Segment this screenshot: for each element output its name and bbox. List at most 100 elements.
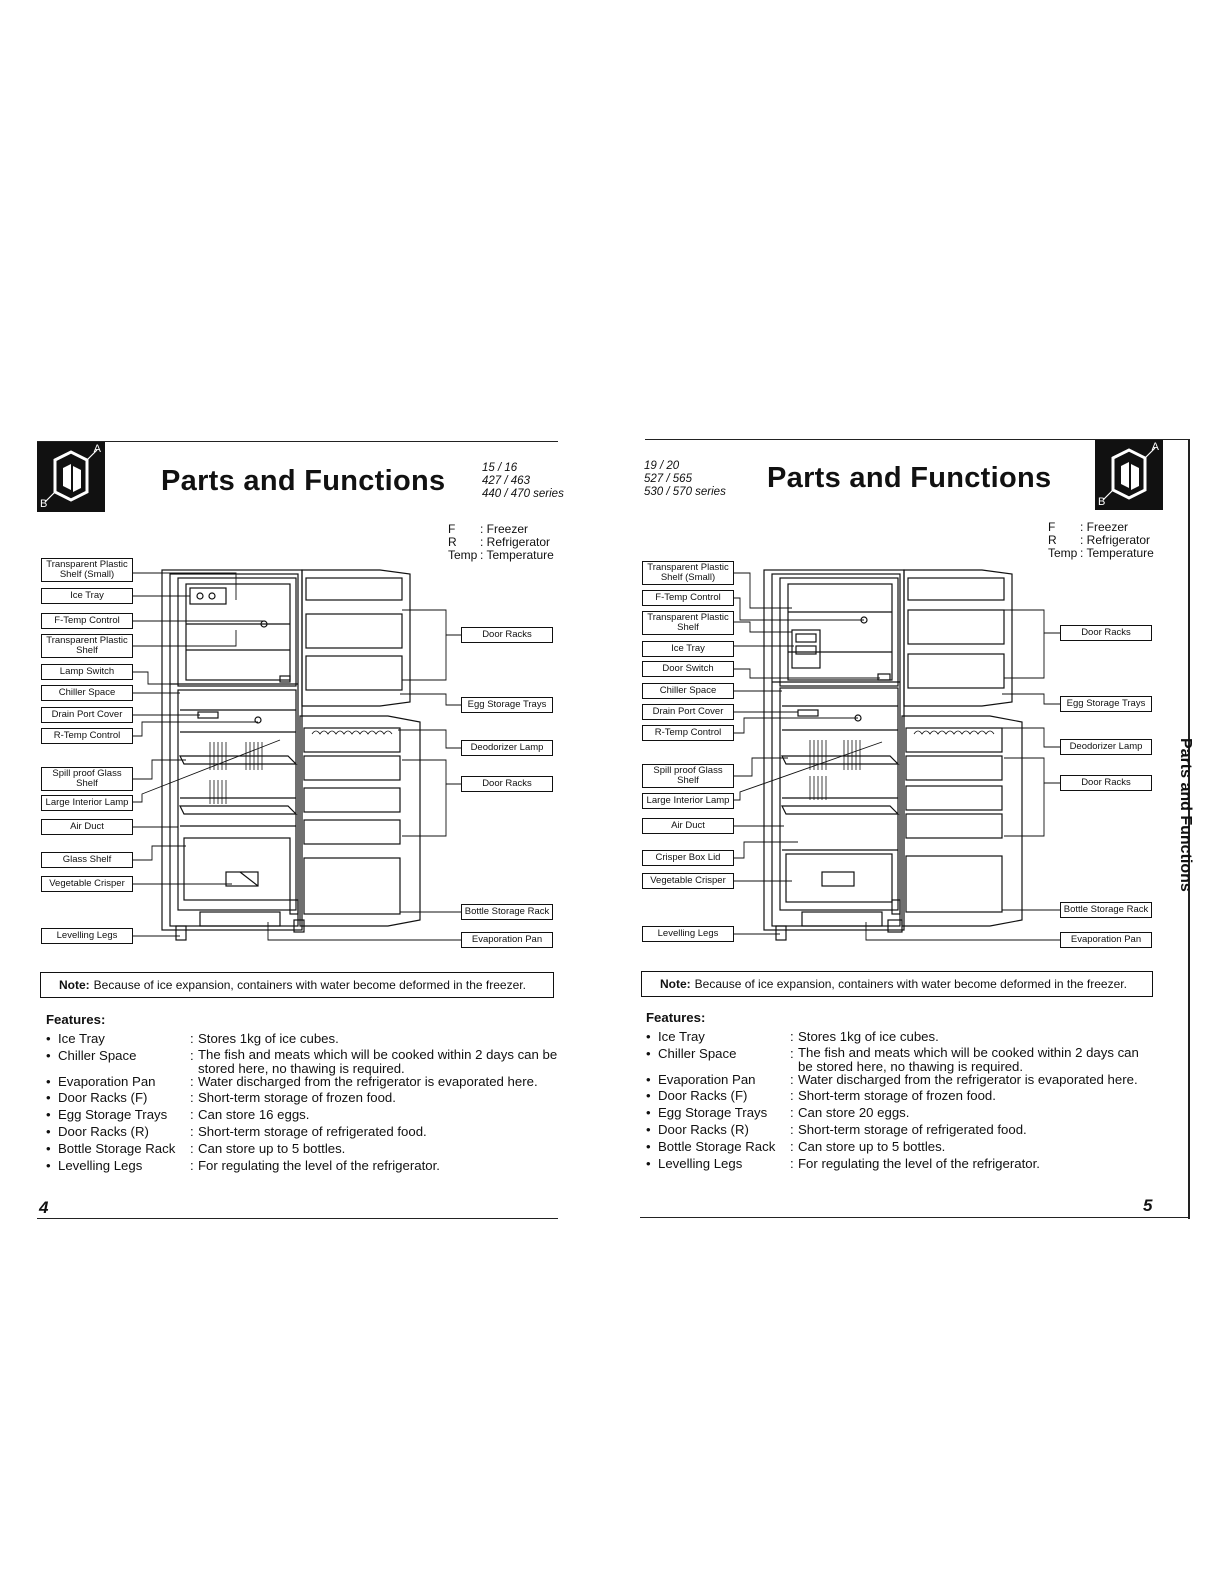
feature-desc: The fish and meats which will be cooked … — [198, 1046, 558, 1076]
feature-name: Bottle Storage Rack — [646, 1139, 790, 1156]
callout-label: Lamp Switch — [41, 664, 133, 680]
callout-label: Door Racks — [461, 627, 553, 643]
feature-name: Door Racks (R) — [646, 1122, 790, 1139]
legend-key: Temp — [1048, 546, 1078, 560]
features-title: Features: — [46, 1012, 106, 1027]
callout-label: Door Switch — [642, 661, 734, 677]
note-box: Note: Because of ice expansion, containe… — [40, 972, 554, 998]
callout-label: Ice Tray — [41, 588, 133, 604]
series-line: 427 / 463 — [482, 475, 530, 487]
series-line: 440 / 470 series — [482, 488, 564, 500]
legend-key: R — [1048, 533, 1057, 547]
feature-name: Egg Storage Trays — [646, 1105, 790, 1122]
cube-logo-icon: A B — [1095, 440, 1163, 510]
feature-desc: Can store 16 eggs. — [198, 1107, 310, 1123]
callout-label: Vegetable Crisper — [41, 876, 133, 892]
legend-value: : Freezer — [480, 522, 529, 536]
feature-desc: Can store 20 eggs. — [798, 1105, 910, 1121]
model-series: 15 / 16 427 / 463 440 / 470 series — [482, 462, 564, 501]
top-rule — [37, 441, 558, 442]
callout-label: Egg Storage Trays — [1060, 696, 1152, 712]
feature-desc: Stores 1kg of ice cubes. — [198, 1030, 339, 1046]
callout-label: R-Temp Control — [642, 725, 734, 741]
list-item: Ice Tray:Stores 1kg of ice cubes. — [646, 1029, 1156, 1046]
logo-label-b: B — [40, 498, 48, 510]
callout-label: Vegetable Crisper — [642, 873, 734, 889]
callout-label: Evaporation Pan — [461, 932, 553, 948]
legend-key: Temp — [448, 548, 478, 562]
note-label: Note: — [59, 978, 90, 992]
list-item: Levelling Legs:For regulating the level … — [46, 1158, 576, 1175]
callout-label: Drain Port Cover — [642, 704, 734, 720]
callout-label: Chiller Space — [41, 685, 133, 701]
feature-name: Ice Tray — [646, 1029, 790, 1046]
note-box: Note: Because of ice expansion, containe… — [641, 971, 1153, 997]
list-item: Ice Tray:Stores 1kg of ice cubes. — [46, 1031, 576, 1048]
page-number: 4 — [39, 1198, 49, 1217]
feature-name: Egg Storage Trays — [46, 1107, 190, 1124]
list-item: Egg Storage Trays:Can store 16 eggs. — [46, 1107, 576, 1124]
legend-key: F — [1048, 520, 1056, 534]
callout-label: Ice Tray — [642, 641, 734, 657]
abbreviation-legend: F : Freezer R : Refrigerator Temp: Tempera… — [448, 523, 554, 562]
cube-logo-icon: A B — [37, 442, 105, 512]
callout-label: Air Duct — [642, 818, 734, 834]
callout-label: Evaporation Pan — [1060, 932, 1152, 948]
callout-label: Levelling Legs — [41, 928, 133, 944]
callout-label: Deodorizer Lamp — [1060, 739, 1152, 755]
feature-desc: Short-term storage of refrigerated food. — [798, 1121, 1027, 1137]
legend-value: : Refrigerator — [480, 535, 551, 549]
callout-label: R-Temp Control — [41, 728, 133, 744]
legend-value: : Temperature — [1080, 546, 1154, 560]
callout-label: Egg Storage Trays — [461, 697, 553, 713]
feature-name: Evaporation Pan — [646, 1072, 790, 1089]
callout-label: Bottle Storage Rack — [461, 904, 553, 920]
legend-key: F — [448, 522, 456, 536]
bottom-rule — [37, 1218, 558, 1219]
top-rule — [645, 439, 1188, 440]
logo-label-a: A — [93, 443, 101, 455]
feature-desc: Short-term storage of frozen food. — [198, 1090, 396, 1106]
legend-key: R — [448, 535, 457, 549]
series-line: 19 / 20 — [644, 460, 680, 472]
list-item: Chiller Space:The fish and meats which w… — [646, 1045, 1156, 1074]
logo-label-a: A — [1151, 441, 1159, 453]
model-series: 19 / 20 527 / 565 530 / 570 series — [644, 460, 726, 499]
callout-label: Transparent Plastic Shelf (Small) — [41, 558, 133, 582]
abbreviation-legend: F: Freezer R: Refrigerator Temp: Tempera… — [1048, 521, 1154, 560]
feature-name: Bottle Storage Rack — [46, 1141, 190, 1158]
feature-name: Chiller Space — [46, 1048, 190, 1076]
legend-value: : Temperature — [480, 548, 554, 562]
callout-label: F-Temp Control — [41, 613, 133, 629]
fridge-diagram — [734, 569, 1060, 941]
series-line: 15 / 16 — [482, 462, 518, 474]
callout-label: Door Racks — [1060, 625, 1152, 641]
feature-name: Door Racks (R) — [46, 1124, 190, 1141]
logo-label-b: B — [1098, 496, 1106, 508]
feature-name: Door Racks (F) — [646, 1088, 790, 1105]
list-item: Evaporation Pan:Water discharged from th… — [646, 1072, 1156, 1089]
feature-name: Ice Tray — [46, 1031, 190, 1048]
features-title: Features: — [646, 1010, 706, 1025]
callout-label: Drain Port Cover — [41, 707, 133, 723]
callout-label: Transparent Plastic Shelf (Small) — [642, 561, 734, 585]
legend-value: : Freezer — [1080, 520, 1129, 534]
feature-desc: Short-term storage of frozen food. — [798, 1088, 996, 1104]
note-label: Note: — [660, 977, 691, 991]
callout-label: Large Interior Lamp — [41, 795, 133, 811]
side-rule — [1188, 439, 1190, 1219]
list-item: Bottle Storage Rack:Can store up to 5 bo… — [646, 1139, 1156, 1156]
feature-name: Levelling Legs — [646, 1156, 790, 1173]
callout-label: Door Racks — [1060, 775, 1152, 791]
callout-label: Deodorizer Lamp — [461, 740, 553, 756]
callout-label: Transparent Plastic Shelf — [41, 634, 133, 658]
feature-desc: Can store up to 5 bottles. — [798, 1138, 946, 1154]
list-item: Egg Storage Trays:Can store 20 eggs. — [646, 1105, 1156, 1122]
note-text: Because of ice expansion, containers wit… — [694, 977, 1127, 991]
page-title: Parts and Functions — [767, 462, 1052, 494]
feature-desc: For regulating the level of the refriger… — [798, 1155, 1040, 1171]
list-item: Bottle Storage Rack:Can store up to 5 bo… — [46, 1141, 576, 1158]
feature-desc: Short-term storage of refrigerated food. — [198, 1123, 427, 1139]
callout-label: Spill proof Glass Shelf — [642, 764, 734, 788]
feature-desc: Water discharged from the refrigerator i… — [798, 1071, 1138, 1087]
